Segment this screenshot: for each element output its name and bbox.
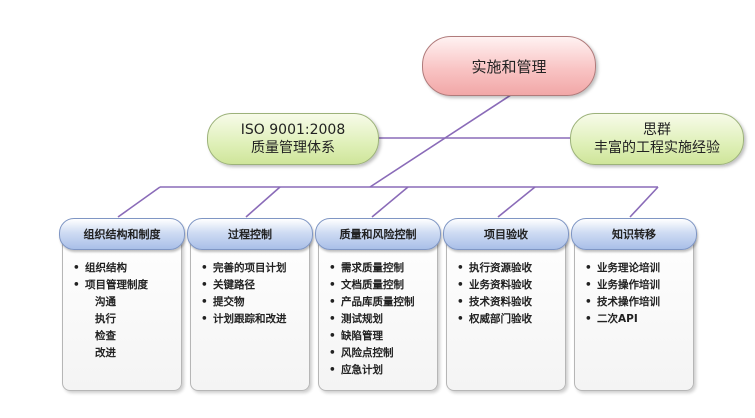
bullet-icon: • <box>201 279 208 291</box>
bullet-icon: • <box>329 313 336 325</box>
bullet-icon: • <box>585 279 592 291</box>
list-item: •业务理论培训 <box>585 260 660 277</box>
connector-top-to-bus <box>369 92 515 188</box>
iso-node-line2: 质量管理体系 <box>251 140 335 156</box>
connector-drop-3 <box>371 186 409 218</box>
card-organization: 组织结构和制度 •组织结构 •项目管理制度 沟通 执行 检查 改进 <box>59 218 185 391</box>
bullet-icon: • <box>329 330 336 342</box>
list-item: •权威部门验收 <box>457 311 532 328</box>
list-item: 执行 <box>95 313 116 325</box>
list-item: •测试规划 <box>329 311 415 328</box>
bullet-icon: • <box>457 279 464 291</box>
list-item: •业务操作培训 <box>585 277 660 294</box>
bullet-icon: • <box>329 296 336 308</box>
bullet-icon: • <box>201 313 208 325</box>
connector-drop-4 <box>497 186 536 218</box>
implementation-management-node: 实施和管理 <box>422 36 596 96</box>
bullet-icon: • <box>201 262 208 274</box>
list-item: 改进 <box>95 347 116 359</box>
list-item: •需求质量控制 <box>329 260 415 277</box>
list-item: •二次API <box>585 311 660 328</box>
list-item: •应急计划 <box>329 362 415 379</box>
connector-drop-5 <box>629 186 659 218</box>
card-knowledge-transfer-title: 知识转移 <box>571 218 697 250</box>
bullet-icon: • <box>585 296 592 308</box>
list-item: •风险点控制 <box>329 345 415 362</box>
list-item: •文档质量控制 <box>329 277 415 294</box>
sq-node-line2: 丰富的工程实施经验 <box>594 140 720 156</box>
list-item: 沟通 <box>95 296 116 308</box>
list-item: •提交物 <box>201 294 287 311</box>
list-item: •完善的项目计划 <box>201 260 287 277</box>
bullet-icon: • <box>73 279 80 291</box>
card-quality-risk-title: 质量和风险控制 <box>315 218 441 250</box>
card-acceptance: 项目验收 •执行资源验收 •业务资料验收 •技术资料验收 •权威部门验收 <box>443 218 569 391</box>
card-process-control: 过程控制 •完善的项目计划 •关键路径 •提交物 •计划跟踪和改进 <box>187 218 313 391</box>
bullet-icon: • <box>73 262 80 274</box>
card-acceptance-list: •执行资源验收 •业务资料验收 •技术资料验收 •权威部门验收 <box>457 260 532 328</box>
bullet-icon: • <box>329 364 336 376</box>
bullet-icon: • <box>329 347 336 359</box>
card-quality-risk: 质量和风险控制 •需求质量控制 •文档质量控制 •产品库质量控制 •测试规划 •… <box>315 218 441 391</box>
card-acceptance-title: 项目验收 <box>443 218 569 250</box>
list-item: •业务资料验收 <box>457 277 532 294</box>
bullet-icon: • <box>457 296 464 308</box>
list-item: 检查 <box>95 330 116 342</box>
card-quality-risk-list: •需求质量控制 •文档质量控制 •产品库质量控制 •测试规划 •缺陷管理 •风险… <box>329 260 415 379</box>
list-item: •缺陷管理 <box>329 328 415 345</box>
iso-node-line1: ISO 9001:2008 <box>240 122 346 138</box>
list-item: •执行资源验收 <box>457 260 532 277</box>
connector-drop-1 <box>117 186 161 218</box>
card-process-control-list: •完善的项目计划 •关键路径 •提交物 •计划跟踪和改进 <box>201 260 287 328</box>
list-item: •计划跟踪和改进 <box>201 311 287 328</box>
bullet-icon: • <box>329 279 336 291</box>
list-item: •关键路径 <box>201 277 287 294</box>
list-item: •技术操作培训 <box>585 294 660 311</box>
bullet-icon: • <box>585 313 592 325</box>
bullet-icon: • <box>201 296 208 308</box>
iso-node: ISO 9001:2008 质量管理体系 <box>207 113 379 165</box>
card-knowledge-transfer-list: •业务理论培训 •业务操作培训 •技术操作培训 •二次API <box>585 260 660 328</box>
card-process-control-title: 过程控制 <box>187 218 313 250</box>
bullet-icon: • <box>329 262 336 274</box>
list-item: •技术资料验收 <box>457 294 532 311</box>
list-item: •组织结构 <box>73 260 148 277</box>
sq-node: 思群 丰富的工程实施经验 <box>570 113 744 165</box>
card-knowledge-transfer: 知识转移 •业务理论培训 •业务操作培训 •技术操作培训 •二次API <box>571 218 697 391</box>
bullet-icon: • <box>457 313 464 325</box>
card-organization-list: •组织结构 •项目管理制度 沟通 执行 检查 改进 <box>73 260 148 362</box>
top-node-label: 实施和管理 <box>471 57 547 76</box>
connector-drop-2 <box>245 186 281 218</box>
sq-node-line1: 思群 <box>643 122 671 138</box>
card-organization-title: 组织结构和制度 <box>59 218 185 250</box>
list-item: •项目管理制度 <box>73 277 148 294</box>
bullet-icon: • <box>585 262 592 274</box>
list-item: •产品库质量控制 <box>329 294 415 311</box>
bullet-icon: • <box>457 262 464 274</box>
